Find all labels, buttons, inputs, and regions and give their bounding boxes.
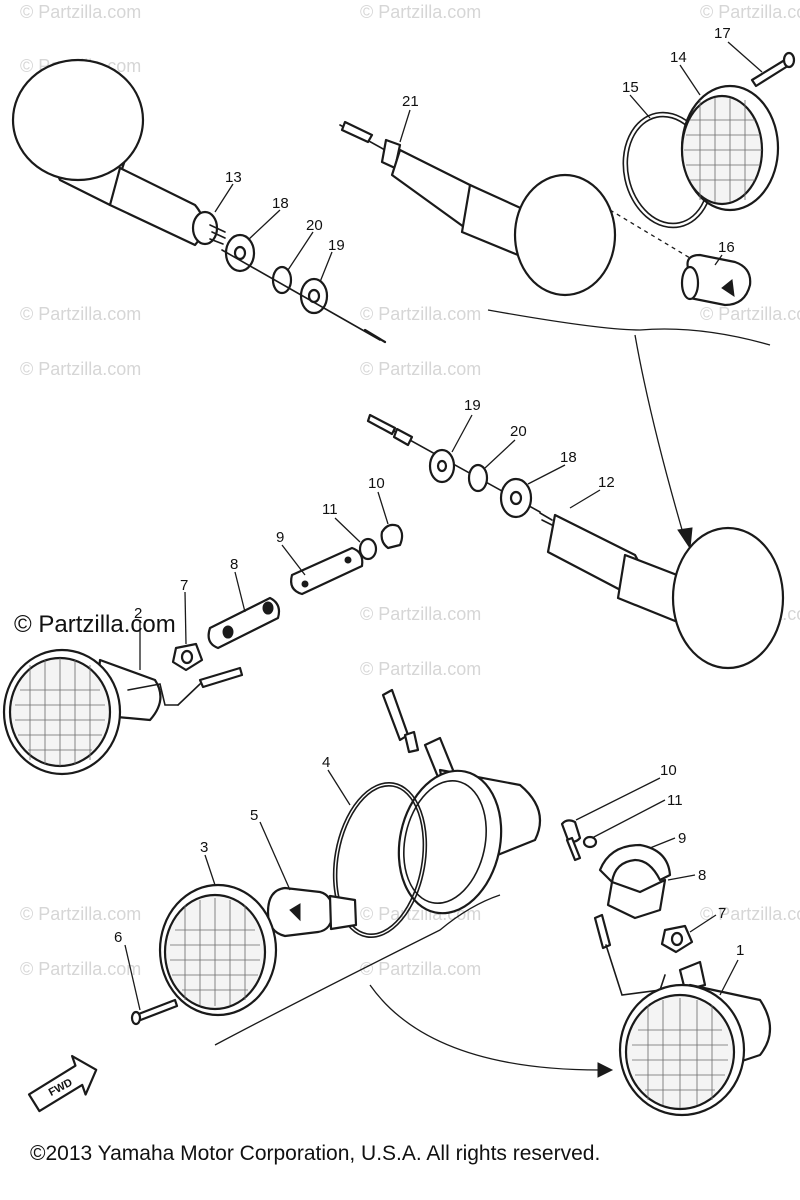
callout-10: 10 [368, 475, 385, 492]
washer-11-right [582, 835, 598, 849]
lens-3 [158, 883, 278, 1017]
callout-18: 18 [560, 449, 577, 466]
callout-15: 15 [622, 79, 639, 96]
watermark: © Partzilla.com [20, 904, 141, 924]
watermark: © Partzilla.com [360, 359, 481, 379]
washer-20-mid [467, 463, 489, 493]
watermark: © Partzilla.com [700, 2, 800, 22]
callout-21: 21 [402, 93, 419, 110]
bulb-16 [680, 253, 752, 307]
watermark: © Partzilla.com [700, 304, 800, 324]
callout-13: 13 [225, 169, 242, 186]
turn-signal-2 [2, 648, 244, 776]
watermark: © Partzilla.com [360, 2, 481, 22]
watermark: © Partzilla.com [20, 304, 141, 324]
callout-19: 19 [464, 397, 481, 414]
watermark: © Partzilla.com [360, 959, 481, 979]
callout-18: 18 [272, 195, 289, 212]
fwd-arrow-icon: FWD [27, 1054, 98, 1113]
washer-18-mid [499, 477, 533, 519]
wire-terminal-top-left [363, 328, 387, 344]
arrowhead [677, 527, 693, 550]
turn-signal-mid-right [539, 512, 785, 670]
turn-signal-rear-right-body [339, 120, 617, 297]
nut-7-left [171, 642, 204, 672]
watermark: © Partzilla.com [360, 604, 481, 624]
watermark: © Partzilla.com [20, 959, 141, 979]
nut-19-mid [428, 448, 456, 484]
callout-10: 10 [660, 762, 677, 779]
group-bracket-bottom [214, 894, 501, 1046]
callout-11: 11 [322, 501, 338, 518]
leader-lines [124, 41, 763, 1011]
group-bracket-top-right [487, 309, 771, 346]
watermark: © Partzilla.com [360, 304, 481, 324]
assembly-arrow-bottom [369, 984, 601, 1071]
clamp-8-right [598, 843, 672, 920]
watermark: © Partzilla.com [360, 659, 481, 679]
callout-20: 20 [510, 423, 527, 440]
callout-2: 2 [134, 605, 142, 622]
bolt-10-right [560, 819, 582, 862]
bulb-5 [266, 886, 358, 938]
housing-bottom-center [397, 768, 542, 915]
callout-16: 16 [718, 239, 735, 256]
washer-11-left [358, 537, 378, 561]
callout-17: 17 [714, 25, 731, 42]
wire-bottom-right [593, 913, 666, 996]
turn-signal-1 [618, 960, 772, 1117]
wire-top-left [221, 249, 381, 341]
callout-8: 8 [698, 867, 706, 884]
callout-7: 7 [718, 905, 726, 922]
callout-labels: 13 18 20 19 21 15 14 17 16 19 20 18 12 1… [114, 25, 744, 959]
copyright-notice: ©2013 Yamaha Motor Corporation, U.S.A. A… [30, 1142, 600, 1165]
watermark: © Partzilla.com [20, 359, 141, 379]
gasket-4 [332, 781, 428, 939]
callout-8: 8 [230, 556, 238, 573]
assembly-arrow-top [634, 334, 686, 541]
cap-nut-10-left [380, 523, 404, 550]
callout-19: 19 [328, 237, 345, 254]
watermark-primary: © Partzilla.com [14, 611, 176, 638]
watermark: © Partzilla.com [700, 904, 800, 924]
screw-17 [750, 51, 796, 88]
callout-4: 4 [322, 754, 330, 771]
callout-3: 3 [200, 839, 208, 856]
callout-11: 11 [667, 792, 683, 809]
bulb-guide-line [609, 209, 691, 259]
arrowhead [597, 1062, 614, 1078]
watermark: © Partzilla.com [20, 2, 141, 22]
nut-7-right [660, 924, 694, 954]
callout-7: 7 [180, 577, 188, 594]
callout-9: 9 [276, 529, 284, 546]
lens-14 [680, 84, 780, 212]
callout-14: 14 [670, 49, 687, 66]
clamp-8-left [207, 596, 281, 650]
plate-9-left [290, 546, 364, 596]
wire-bottom-center [381, 688, 457, 784]
callout-5: 5 [250, 807, 258, 824]
screw-6 [130, 998, 179, 1026]
callout-6: 6 [114, 929, 122, 946]
callout-9: 9 [678, 830, 686, 847]
nut-19-top [299, 277, 329, 315]
callout-12: 12 [598, 474, 615, 491]
callout-20: 20 [306, 217, 323, 234]
turn-signal-front-left [11, 58, 226, 247]
callout-1: 1 [736, 942, 744, 959]
